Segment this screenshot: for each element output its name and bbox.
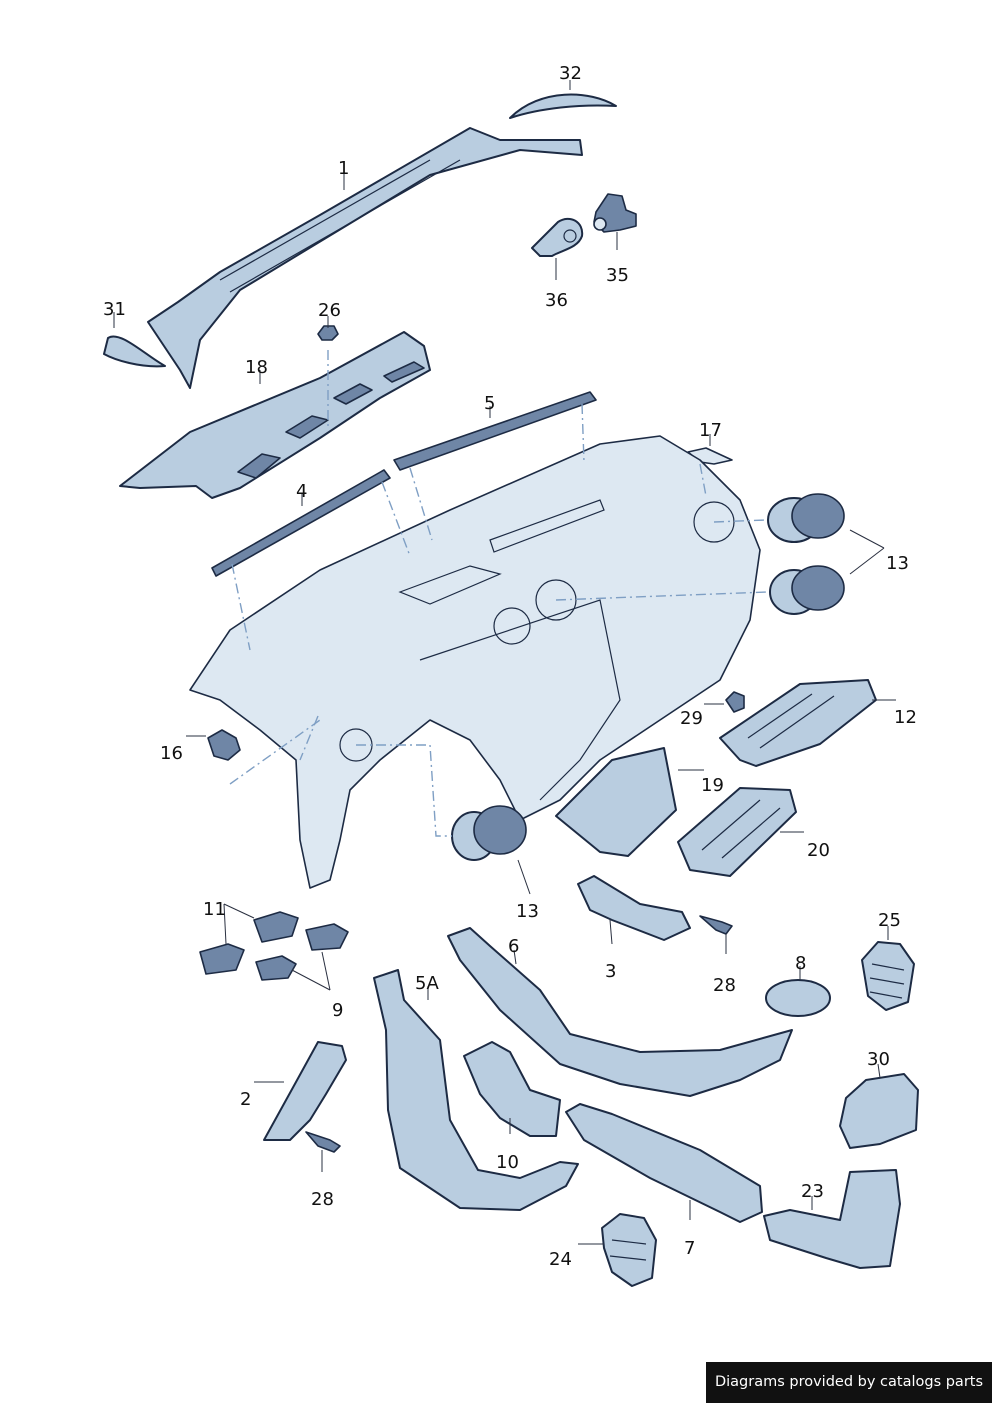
part-23-air-duct	[763, 1169, 901, 1269]
part-13-air-vent-middle	[769, 565, 845, 615]
callout-17: 17	[699, 420, 722, 441]
callout-12: 12	[894, 707, 917, 728]
part-11-clip-a	[253, 911, 299, 943]
part-2-bracket	[263, 1041, 347, 1141]
callout-8: 8	[795, 953, 806, 974]
callout-28-upper: 28	[713, 975, 736, 996]
callout-7: 7	[684, 1238, 695, 1259]
callout-10: 10	[496, 1152, 519, 1173]
part-12-storage-tray	[719, 679, 877, 767]
callout-16: 16	[160, 743, 183, 764]
callout-32: 32	[559, 63, 582, 84]
callout-leaders	[113, 80, 896, 1245]
part-13-air-vent-upper	[767, 493, 845, 543]
dashboard-centre-slot	[489, 499, 605, 553]
part-1-rib-line	[219, 159, 461, 293]
part-5a-air-duct	[373, 969, 579, 1211]
callout-26: 26	[318, 300, 341, 321]
callout-6: 6	[508, 936, 519, 957]
part-5-defroster-grille	[393, 391, 597, 471]
dashboard-gauge-left	[493, 607, 531, 645]
callout-9: 9	[332, 1000, 343, 1021]
part-31-cover	[103, 335, 166, 368]
dashboard-cross-member	[419, 599, 621, 801]
attribution-banner: Diagrams provided by catalogs parts	[706, 1362, 992, 1403]
callout-18: 18	[245, 357, 268, 378]
part-18-vent-slot-c	[333, 383, 373, 405]
callout-25: 25	[878, 910, 901, 931]
callout-19: 19	[701, 775, 724, 796]
part-1-scuttle-panel	[147, 127, 583, 389]
part-20-cup-holder	[677, 787, 797, 877]
part-18-dash-top-duct	[119, 331, 431, 499]
part-36-bracket	[531, 217, 584, 257]
part-16-sensor	[207, 729, 241, 761]
dashboard-storage-lid	[398, 565, 502, 605]
callout-24: 24	[549, 1249, 572, 1270]
callout-28-lower: 28	[311, 1189, 334, 1210]
part-30-side-vent	[839, 1073, 919, 1149]
part-19-centre-tray	[555, 747, 677, 857]
callout-35: 35	[606, 265, 629, 286]
part-32-trim-strip	[509, 93, 617, 119]
callout-30: 30	[867, 1049, 890, 1070]
callout-5: 5	[484, 393, 495, 414]
dashboard-gauge-right	[535, 579, 577, 621]
callout-29: 29	[680, 708, 703, 729]
part-7-air-duct	[565, 1103, 763, 1223]
callout-20: 20	[807, 840, 830, 861]
part-13-air-vent-lower	[451, 805, 527, 861]
part-18-vent-slot-a	[237, 453, 281, 479]
part-6-air-duct	[447, 927, 793, 1097]
part-28-screw-upper	[699, 915, 733, 935]
part-11-clip-b	[199, 943, 245, 975]
dashboard-vent-right	[693, 501, 735, 543]
callout-11: 11	[203, 899, 226, 920]
part-25-grille	[861, 941, 915, 1011]
part-4-defroster-grille	[211, 469, 391, 577]
callout-31: 31	[103, 299, 126, 320]
part-26-clip	[317, 325, 339, 341]
callout-1: 1	[338, 158, 349, 179]
part-24-grille	[601, 1213, 657, 1287]
part-29-nut	[725, 691, 745, 713]
dashboard-main-body	[189, 435, 761, 889]
part-9-clip-a	[305, 923, 349, 951]
callout-2: 2	[240, 1089, 251, 1110]
callout-3: 3	[605, 961, 616, 982]
dash-leaders	[229, 350, 769, 837]
callout-13-lower: 13	[516, 901, 539, 922]
callout-36: 36	[545, 290, 568, 311]
callout-23: 23	[801, 1181, 824, 1202]
part-9-clip-b	[255, 955, 297, 981]
part-8-cap	[765, 979, 831, 1017]
callout-4: 4	[296, 481, 307, 502]
part-20-cup-recess	[701, 799, 781, 859]
part-28-screw-lower	[305, 1131, 341, 1153]
callout-13-upper: 13	[886, 553, 909, 574]
callout-5a: 5A	[415, 973, 439, 994]
part-10-air-duct	[463, 1041, 561, 1137]
part-3-duct	[577, 875, 691, 941]
part-18-vent-slot-d	[383, 361, 425, 383]
